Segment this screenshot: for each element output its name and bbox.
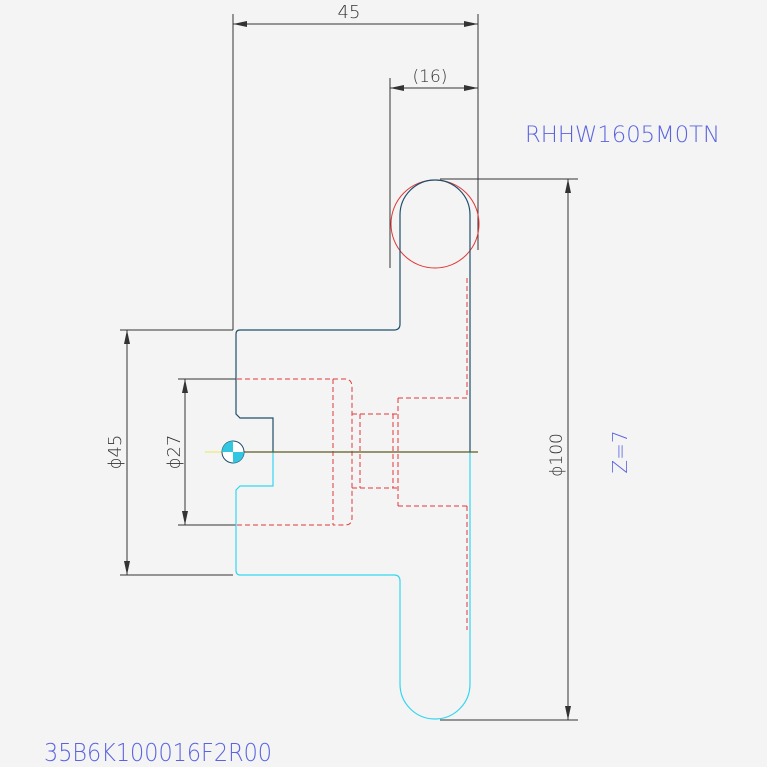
dimension-width-16 — [389, 78, 478, 268]
dimension-dia-27-label: ϕ27 — [164, 435, 185, 470]
dimension-45-label: 45 — [338, 2, 361, 23]
hidden-lines — [237, 278, 468, 630]
dimension-dia-45 — [120, 329, 233, 576]
dimension-dia-27 — [178, 378, 236, 526]
tool-code-label: RHHW1605M0TN — [525, 123, 720, 148]
insert-circle — [390, 179, 480, 269]
origin-marker-icon — [221, 440, 245, 464]
part-number-label: 35B6K100016F2R00 — [44, 738, 272, 767]
tool-outline-upper — [235, 179, 471, 452]
dimension-dia-45-label: ϕ45 — [105, 435, 126, 470]
dimension-dia-100 — [440, 178, 578, 721]
tool-outline-lower — [235, 452, 471, 720]
dimension-16-label: (16) — [413, 67, 448, 87]
dimension-width-45 — [232, 14, 479, 330]
dimension-dia-100-label: ϕ100 — [547, 433, 567, 477]
teeth-count-label: Z=7 — [608, 430, 632, 473]
